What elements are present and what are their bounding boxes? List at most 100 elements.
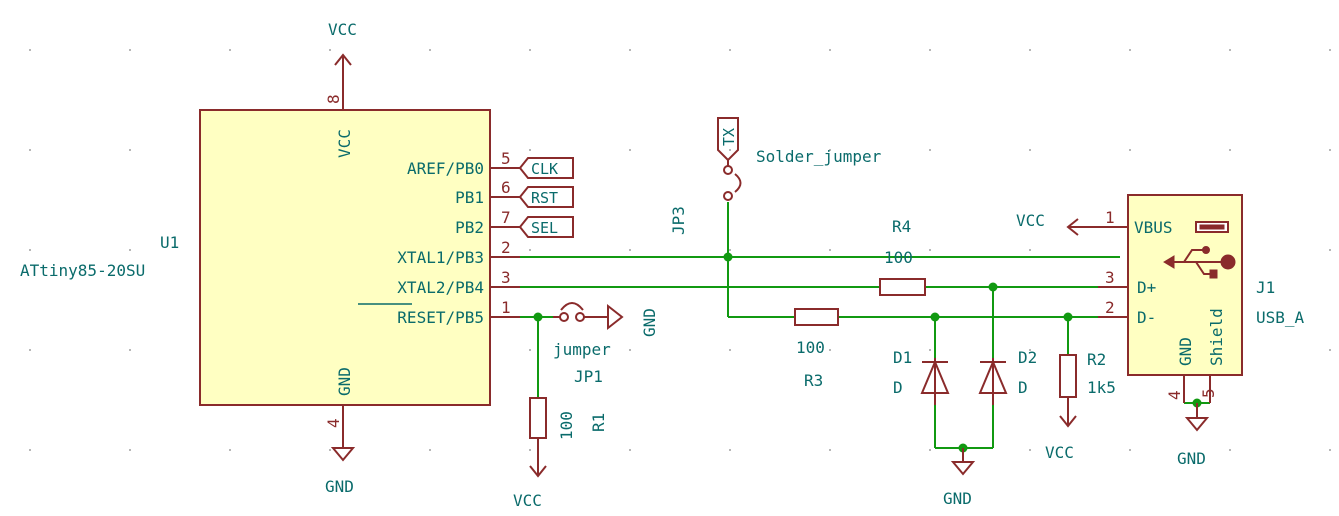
grid-dot — [429, 449, 431, 451]
grid-dot — [1329, 449, 1331, 451]
r2-reference: R2 — [1087, 350, 1106, 369]
u1-pin-num-2: 2 — [501, 238, 511, 257]
gnd-label-diodes: GND — [943, 489, 972, 508]
r2-resistor[interactable]: R2 1k5 VCC — [1045, 350, 1116, 462]
r1-resistor[interactable]: 100 R1 VCC — [513, 397, 608, 510]
grid-dot — [829, 349, 831, 351]
grid-dot — [829, 149, 831, 151]
global-label-tx[interactable]: TX — [717, 117, 739, 162]
grid-dot — [129, 149, 131, 151]
global-label-rst[interactable]: RST — [518, 186, 574, 208]
u1-vcc-pin-number: 8 — [324, 94, 343, 104]
u1-pin-name-pb3: XTAL1/PB3 — [397, 248, 484, 267]
grid-dot — [1129, 449, 1131, 451]
grid-dot — [1029, 249, 1031, 251]
vcc-symbol-u1: VCC — [328, 20, 357, 80]
svg-text:CLK: CLK — [531, 160, 558, 178]
jp3-solder-jumper[interactable]: Solder_jumper JP3 — [669, 147, 882, 235]
grid-dot — [29, 49, 31, 51]
jp1-reference: JP1 — [574, 367, 603, 386]
j1-pin-num-5: 5 — [1199, 388, 1218, 398]
u1-vcc-pin-name: VCC — [335, 129, 354, 158]
r2-value: 1k5 — [1087, 378, 1116, 397]
j1-pin-num-3: 3 — [1105, 268, 1115, 287]
grid-dot — [1229, 449, 1231, 451]
grid-dot — [929, 449, 931, 451]
r3-reference: R3 — [804, 371, 823, 390]
global-label-clk[interactable]: CLK — [518, 157, 574, 179]
u1-pin-num-3: 3 — [501, 268, 511, 287]
d1-value: D — [893, 378, 903, 397]
grid-dot — [929, 149, 931, 151]
grid-dot — [1229, 49, 1231, 51]
grid-dot — [229, 49, 231, 51]
j1-pin-name-dminus: D- — [1137, 308, 1156, 327]
r3-value: 100 — [796, 338, 825, 357]
grid-dot — [729, 149, 731, 151]
grid-dot — [29, 249, 31, 251]
j1-pin-name-gnd: GND — [1176, 337, 1195, 366]
grid-dot — [129, 49, 131, 51]
j1-pin-num-4: 4 — [1165, 390, 1184, 400]
grid-dot — [1329, 249, 1331, 251]
gnd-symbol-diodes: GND — [943, 448, 976, 508]
vcc-label-r1: VCC — [513, 491, 542, 510]
u1-body — [199, 109, 491, 406]
gnd-label-u1: GND — [325, 477, 354, 496]
u1-gnd-pin-number: 4 — [324, 418, 343, 428]
svg-text:TX: TX — [720, 128, 738, 146]
u1-gnd-pin-name: GND — [335, 367, 354, 396]
grid-dot — [1029, 49, 1031, 51]
grid-dot — [529, 149, 531, 151]
d1-diode[interactable]: D1 D — [893, 348, 950, 405]
u1-pin-name-pb2: PB2 — [455, 218, 484, 237]
vcc-label-j1: VCC — [1016, 211, 1045, 230]
u1-attiny85[interactable]: 8 VCC 4 GND AREF/PB0 PB1 PB2 XTAL1/PB3 X… — [20, 80, 520, 448]
d2-reference: D2 — [1018, 348, 1037, 367]
usb-icon — [1163, 221, 1236, 279]
u1-pin-name-pb0: AREF/PB0 — [407, 159, 484, 178]
u1-reference: U1 — [160, 233, 179, 252]
global-label-sel[interactable]: SEL — [518, 216, 574, 238]
j1-pin-name-shield: Shield — [1207, 308, 1226, 366]
r3-resistor[interactable]: 100 R3 — [794, 308, 839, 390]
j1-usb-a-connector[interactable]: 1 VBUS VCC 3 D+ 2 D- 4 5 GND Shield — [1016, 194, 1305, 403]
d2-diode[interactable]: D2 D — [978, 348, 1037, 405]
grid-dot — [29, 449, 31, 451]
r4-reference: R4 — [892, 217, 911, 236]
grid-dot — [1329, 149, 1331, 151]
grid-dot — [1029, 349, 1031, 351]
grid-dot — [629, 149, 631, 151]
grid-dot — [29, 149, 31, 151]
jp3-value: Solder_jumper — [756, 147, 882, 166]
grid-dot — [529, 249, 531, 251]
u1-pin-num-6: 6 — [501, 178, 511, 197]
grid-dot — [729, 349, 731, 351]
grid-dot — [729, 249, 731, 251]
u1-pin-num-1: 1 — [501, 298, 511, 317]
grid-dot — [329, 49, 331, 51]
grid-dot — [629, 349, 631, 351]
u1-pin-name-pb5: RESET/PB5 — [397, 308, 484, 327]
grid-dot — [1229, 149, 1231, 151]
grid-dot — [1329, 49, 1331, 51]
grid-dot — [1029, 449, 1031, 451]
j1-value: USB_A — [1256, 308, 1305, 327]
wires — [520, 202, 1210, 449]
grid-dot — [629, 249, 631, 251]
vcc-label-u1: VCC — [328, 20, 357, 39]
grid-dot — [929, 49, 931, 51]
grid-dot — [629, 449, 631, 451]
jp1-jumper[interactable]: jumper JP1 GND — [553, 302, 659, 386]
u1-pin-num-7: 7 — [501, 208, 511, 227]
grid-dot — [829, 449, 831, 451]
svg-text:RST: RST — [531, 189, 558, 207]
j1-pin-name-vbus: VBUS — [1134, 218, 1173, 237]
j1-pin-name-dplus: D+ — [1137, 278, 1156, 297]
grid-dot — [829, 49, 831, 51]
grid-dot — [729, 49, 731, 51]
r4-resistor[interactable]: R4 100 — [879, 217, 926, 296]
grid-dot — [529, 449, 531, 451]
grid-dot — [129, 449, 131, 451]
vcc-label-r2: VCC — [1045, 443, 1074, 462]
